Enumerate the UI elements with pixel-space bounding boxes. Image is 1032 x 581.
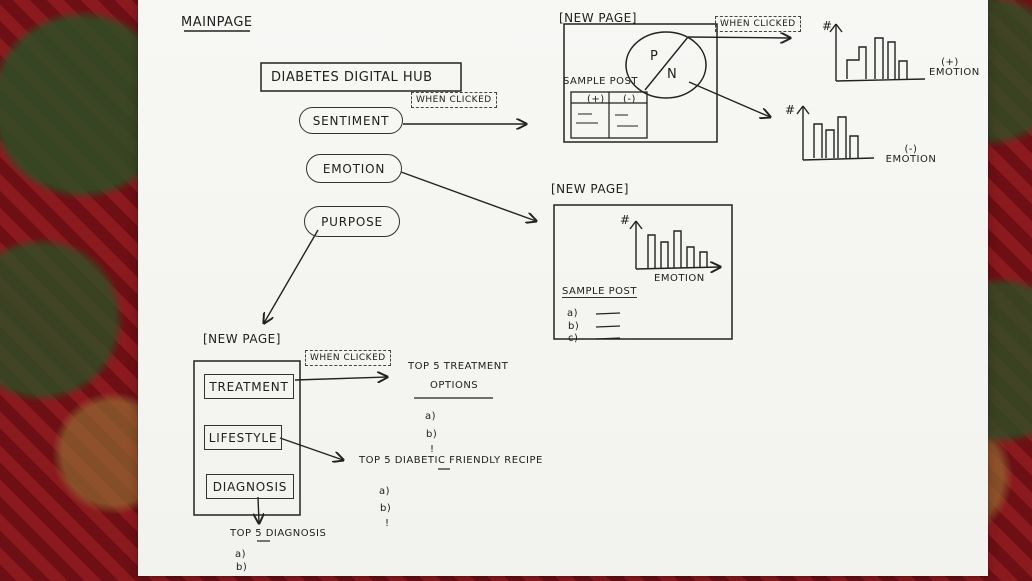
emotion-page-label: [NEW PAGE] [551,182,629,196]
positive-chart-y-symbol: # [822,19,833,33]
recipe-item-c: ! [385,518,390,529]
page-title: DIABETES DIGITAL HUB [271,70,433,85]
positive-column-header: (+) [587,94,605,105]
sentiment-button[interactable]: SENTIMENT [299,107,403,134]
diagnosis-button[interactable]: DIAGNOSIS [206,474,294,499]
lifestyle-button[interactable]: LIFESTYLE [204,425,282,450]
paper-sheet [138,0,988,576]
emotion-item-b: b) [568,321,580,332]
mainpage-label: MAINPAGE [181,15,253,30]
recipe-item-b: b) [380,503,392,514]
emotion-item-c: c) [568,333,579,344]
sentiment-sample-post-label: SAMPLE POST [563,76,638,87]
purpose-button[interactable]: PURPOSE [304,206,400,237]
negative-chart-y-symbol: # [785,103,796,117]
top5-treatment-title-line1: TOP 5 TREATMENT [408,361,509,372]
when-clicked-sentiment-note: WHEN CLICKED [411,92,497,108]
treatment-item-b: b) [426,429,438,440]
positive-chart-label: (+) EMOTION [929,57,980,78]
purpose-page-label: [NEW PAGE] [203,332,281,346]
treatment-item-c: ! [430,444,435,455]
emotion-item-a: a) [567,308,579,319]
negative-chart-label: (-) EMOTION [885,144,937,165]
sentiment-page-label: [NEW PAGE] [559,11,637,25]
when-clicked-top-note: WHEN CLICKED [715,16,801,32]
top5-recipe-title: TOP 5 DIABETIC FRIENDLY RECIPE [359,455,543,466]
treatment-item-a: a) [425,411,437,422]
pie-positive-label: P [650,49,659,64]
treatment-button[interactable]: TREATMENT [204,374,294,399]
emotion-chart-y-symbol: # [620,213,631,227]
negative-column-header: (-) [623,94,636,105]
top5-diagnosis-title: TOP 5 DIAGNOSIS [230,528,327,539]
diagnosis-item-b: b) [236,562,248,573]
diagnosis-item-a: a) [235,549,247,560]
emotion-chart-x-label: EMOTION [654,273,705,284]
pie-negative-label: N [667,67,678,82]
recipe-item-a: a) [379,486,391,497]
emotion-button[interactable]: EMOTION [306,154,402,183]
when-clicked-purpose-note: WHEN CLICKED [305,350,391,366]
top5-treatment-title-line2: OPTIONS [430,380,479,391]
emotion-sample-post-label: SAMPLE POST [562,286,637,298]
